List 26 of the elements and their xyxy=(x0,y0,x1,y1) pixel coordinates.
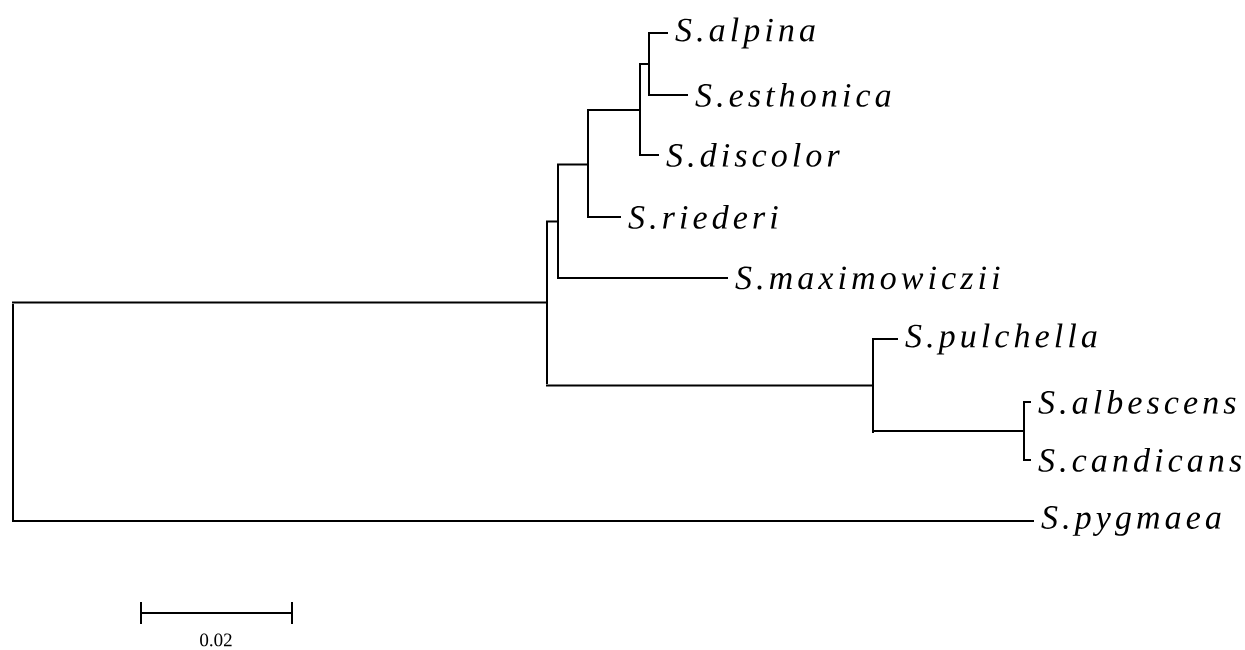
taxon-label: S.riederi xyxy=(628,204,778,230)
tree-branch xyxy=(648,94,688,96)
tree-branch xyxy=(648,32,668,34)
taxon-label: S.discolor xyxy=(666,142,840,168)
tree-branch xyxy=(587,109,641,111)
tree-branch xyxy=(546,384,874,387)
tree-branch xyxy=(1023,401,1031,403)
tree-branch xyxy=(1023,459,1031,461)
tree-branch xyxy=(12,520,1034,522)
taxon-label: S.pulchella xyxy=(905,323,1097,355)
tree-branch xyxy=(546,220,559,223)
tree-branch xyxy=(872,338,898,340)
taxon-label: S.candicans xyxy=(1038,447,1242,473)
tree-branch xyxy=(639,154,659,156)
taxon-label: S.albescens xyxy=(1038,389,1236,415)
tree-branch xyxy=(12,301,548,304)
taxon-label: S.pygmaea xyxy=(1041,506,1221,536)
tree-branch xyxy=(557,277,728,279)
taxon-label: S.alpina xyxy=(675,17,815,49)
tree-branch xyxy=(872,430,1025,432)
taxon-label: S.esthonica xyxy=(695,82,891,108)
tree-branch xyxy=(639,63,650,65)
scale-label: 0.02 xyxy=(200,633,232,647)
tree-branch xyxy=(587,216,621,218)
tree-branch xyxy=(557,163,589,166)
taxon-label: S.maximowiczii xyxy=(735,266,1000,290)
